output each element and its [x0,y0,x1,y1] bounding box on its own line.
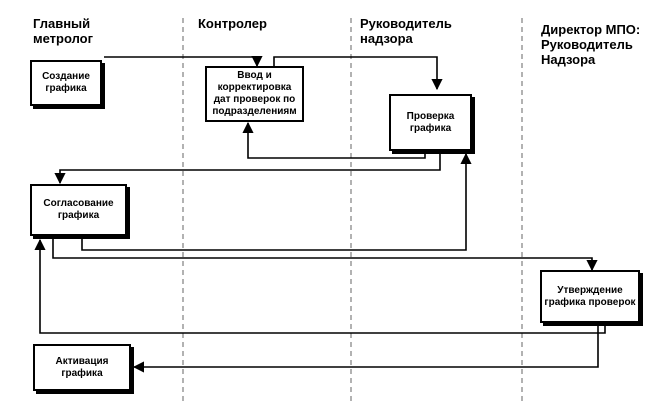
box-activate-schedule: Активация графика [33,344,131,391]
arrow-agree-to-approve [52,238,598,272]
box-agree-schedule: Согласование графика [30,184,127,236]
arrow-input-to-check [273,56,443,91]
lane-title-controller: Контролер [198,16,267,31]
arrow-create-to-input [104,55,263,68]
arrow-check-to-agree [54,152,441,185]
arrow-check-to-input [242,121,426,159]
arrow-approve-to-agree [34,238,606,334]
box-approve-schedule: Утверждение графика проверок [540,270,640,323]
arrow-approve-to-activate [132,325,599,373]
lane-title-supervision-head: Руководитель надзора [360,16,452,46]
box-create-schedule: Создание графика [30,60,102,106]
box-check-schedule: Проверка графика [389,94,472,151]
lane-title-mpo-director: Директор МПО: Руководитель Надзора [541,22,641,67]
lane-title-chief-metrologist: Главный метролог [33,16,94,46]
arrow-agree-to-check [81,152,472,251]
box-input-correction: Ввод и корректировка дат проверок по под… [205,66,304,122]
